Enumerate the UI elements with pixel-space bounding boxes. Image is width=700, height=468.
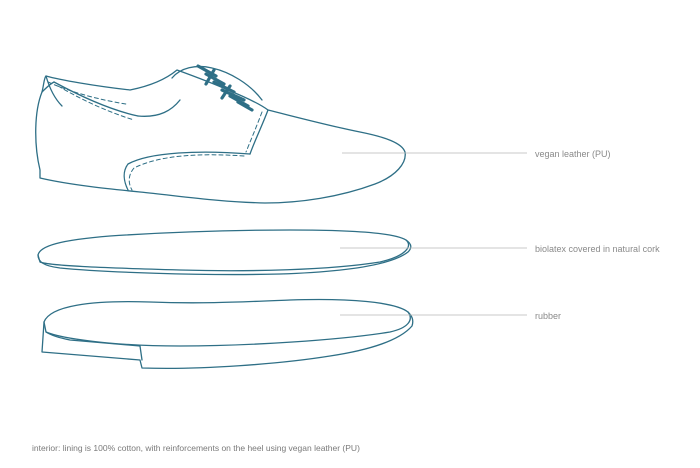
shoe-upper xyxy=(35,64,406,204)
insole xyxy=(37,229,412,276)
interior-lining-note: interior: lining is 100% cotton, with re… xyxy=(32,443,360,453)
label-sole-material: rubber xyxy=(535,311,562,321)
label-insole-material: biolatex covered in natural cork xyxy=(535,244,660,254)
outsole xyxy=(41,298,414,370)
label-upper-material: vegan leather (PU) xyxy=(535,149,611,159)
